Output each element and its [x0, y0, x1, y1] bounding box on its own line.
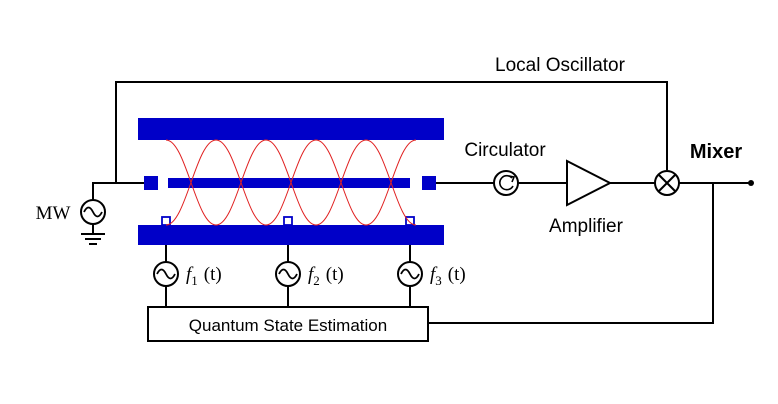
qubit-2: [283, 216, 293, 226]
circulator-icon: [493, 170, 519, 196]
control-source-2: [275, 245, 301, 307]
amplifier-icon: [566, 159, 613, 207]
feedback-line: [428, 183, 714, 324]
standing-wave-modes: [165, 139, 417, 226]
source-3-label: f3(t): [430, 264, 466, 288]
output-coupler: [422, 176, 436, 190]
circulator-label: Circulator: [464, 140, 546, 161]
local-oscillator-label: Local Oscillator: [495, 55, 626, 76]
mixer-icon: [654, 170, 680, 196]
mixer-label: Mixer: [690, 141, 742, 163]
source-2-label: f2(t): [308, 264, 344, 288]
control-source-3: [397, 245, 423, 307]
mw-label: MW: [36, 203, 71, 224]
control-source-1: [153, 245, 179, 307]
local-oscillator-line: [115, 81, 668, 183]
output-node: [748, 180, 754, 186]
estimation-label: Quantum State Estimation: [189, 316, 387, 335]
top-plate: [138, 118, 444, 140]
qubit-3: [405, 216, 415, 226]
amplifier-label: Amplifier: [549, 216, 624, 237]
qubit-1: [161, 216, 171, 226]
estimation-box: [147, 306, 429, 342]
bottom-plate: [138, 225, 444, 245]
source-1-label: f1(t): [186, 264, 222, 288]
center-conductor: [168, 178, 410, 188]
ground-icon: [81, 224, 105, 245]
mw-source-icon: [80, 199, 106, 225]
input-coupler: [144, 176, 158, 190]
mw-wire: [92, 182, 146, 200]
